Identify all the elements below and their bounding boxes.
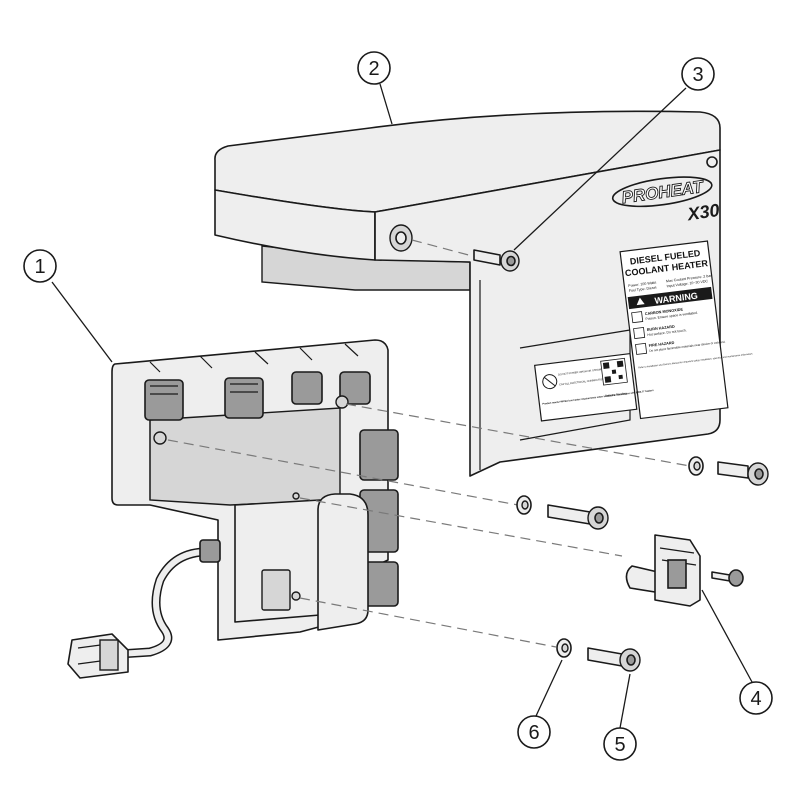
leader-4	[701, 589, 753, 683]
spec-fuel: Fuel Type: Diesel	[629, 286, 657, 293]
assembly-line-center	[299, 497, 623, 557]
secondary-label: DO NOT POWER WASH OR STEAM CLEAN CAP ALL…	[533, 352, 655, 422]
leader-5	[619, 673, 631, 729]
connector-b	[224, 377, 264, 419]
spec-power: Power: 100 Watts	[628, 281, 657, 288]
model-text: X30	[685, 200, 720, 224]
callout-4-number: 4	[750, 688, 761, 710]
cap-text: CAP ALL ELECTRICAL CONNECTIONS	[559, 377, 606, 387]
hazard-co-text: Poison. Ensure space is ventilated.	[645, 311, 698, 321]
hazard-burn-title: BURN HAZARD	[647, 325, 676, 332]
callout-2: 2	[357, 51, 391, 85]
washer-bolt-bottom	[556, 638, 641, 672]
warning-banner	[627, 286, 713, 310]
mount-hole-top	[335, 395, 349, 409]
connector-a	[144, 379, 184, 421]
fire-hazard-icon	[635, 342, 648, 355]
assembly-line-bottom	[299, 597, 557, 648]
connector-e	[359, 429, 399, 481]
hazard-burn-text: Hot surface. Do not touch.	[647, 328, 687, 337]
leader-1	[51, 281, 113, 363]
burn-hazard-icon	[633, 327, 646, 340]
callout-1-number: 1	[34, 256, 45, 278]
leader-2	[379, 83, 393, 125]
harness-clip	[199, 539, 221, 563]
assembly-line-left	[167, 439, 519, 506]
bolt-5	[587, 647, 623, 667]
callout-3-number: 3	[692, 64, 703, 86]
connector-c	[291, 371, 323, 405]
wire-harness	[67, 539, 221, 679]
hazard-co-title: CARBON MONOXIDE	[645, 307, 684, 316]
leader-3	[513, 87, 687, 251]
callout-4: 4	[739, 681, 773, 715]
clamp-screw	[728, 569, 744, 587]
leader-6	[535, 659, 563, 717]
warning-label-panel: DIESEL FUELED COOLANT HEATER Power: 100 …	[619, 240, 753, 420]
washer-bolt-top-right	[688, 456, 769, 486]
carbon-monoxide-icon	[631, 311, 644, 324]
callout-1: 1	[23, 249, 57, 283]
assembly-line-top-right	[345, 403, 691, 467]
callout-6-number: 6	[528, 722, 539, 744]
callout-3: 3	[681, 57, 715, 91]
cable-clamp	[625, 534, 744, 607]
spec-pressure: Max Coolant Pressure: 2 bar	[666, 274, 713, 284]
warning-triangle-icon	[636, 297, 645, 306]
connector-d	[339, 371, 371, 405]
mount-hole-left	[153, 431, 167, 445]
patents-text: Patents Pending	[605, 391, 628, 398]
washer-bolt-left	[516, 495, 609, 530]
hazard-fire-title: FIRE HAZARD	[649, 341, 675, 348]
harness-plug	[67, 633, 129, 679]
controller-module	[111, 339, 399, 641]
spec-voltage: Input Voltage: 10~30 VDC	[666, 279, 708, 288]
mount-hole-bottom	[291, 591, 301, 601]
cover-bolt	[411, 239, 520, 272]
callout-5: 5	[603, 727, 637, 761]
callout-2-number: 2	[368, 58, 379, 80]
mount-hole-center	[292, 492, 300, 500]
callout-5-number: 5	[614, 734, 625, 756]
callout-6: 6	[517, 715, 551, 749]
no-wash-text: DO NOT POWER WASH OR STEAM CLEAN	[558, 366, 611, 376]
